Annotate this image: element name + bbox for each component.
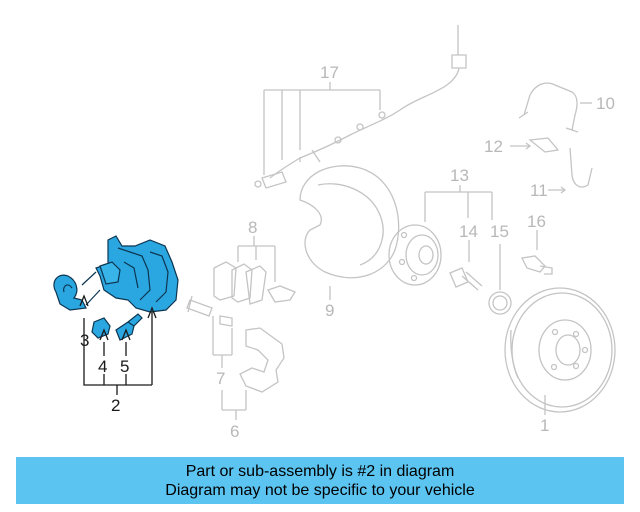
callout-10: 10 [596, 94, 615, 113]
callout-15: 15 [490, 222, 509, 241]
hose-clip [510, 137, 560, 153]
callout-4: 4 [98, 357, 107, 376]
info-banner: Part or sub-assembly is #2 in diagram Di… [16, 457, 624, 504]
backing-plate [299, 165, 400, 300]
callout-7: 7 [216, 369, 225, 388]
callout-2-leaders [79, 294, 157, 395]
callout-3: 3 [80, 331, 89, 350]
callout-5: 5 [120, 357, 129, 376]
callout-12: 12 [484, 137, 503, 156]
caliper-bracket [221, 327, 285, 420]
speed-sensor [521, 230, 553, 275]
wheel-hub [388, 185, 493, 286]
callout-6: 6 [230, 422, 239, 441]
callout-17: 17 [320, 63, 339, 82]
guide-pins [186, 295, 233, 368]
brake-line [548, 147, 593, 194]
bleeder-screw [115, 313, 143, 341]
callout-2: 2 [111, 396, 120, 415]
banner-line-2: Diagram may not be specific to your vehi… [165, 482, 475, 499]
callout-11: 11 [530, 181, 548, 200]
callout-14: 14 [459, 222, 478, 241]
caliper-spring [53, 271, 101, 311]
grease-cap [488, 244, 512, 315]
brake-pads [213, 236, 296, 305]
brake-rotor [504, 287, 616, 415]
callout-16: 16 [527, 212, 546, 231]
caliper-assembly [95, 235, 179, 313]
hub-bolt [449, 240, 483, 291]
brake-hose [518, 82, 592, 133]
callout-17-leaders [263, 82, 381, 175]
callout-1: 1 [540, 416, 549, 435]
abs-sensor-wire [254, 25, 467, 189]
banner-line-1: Part or sub-assembly is #2 in diagram [185, 463, 455, 480]
bleeder-cap [91, 317, 111, 339]
callout-8: 8 [248, 218, 257, 237]
callout-13: 13 [450, 166, 469, 185]
parts-diagram: 2 3 4 5 6 7 8 9 1 10 11 12 13 14 15 16 1… [53, 25, 616, 441]
callout-9: 9 [325, 301, 334, 320]
